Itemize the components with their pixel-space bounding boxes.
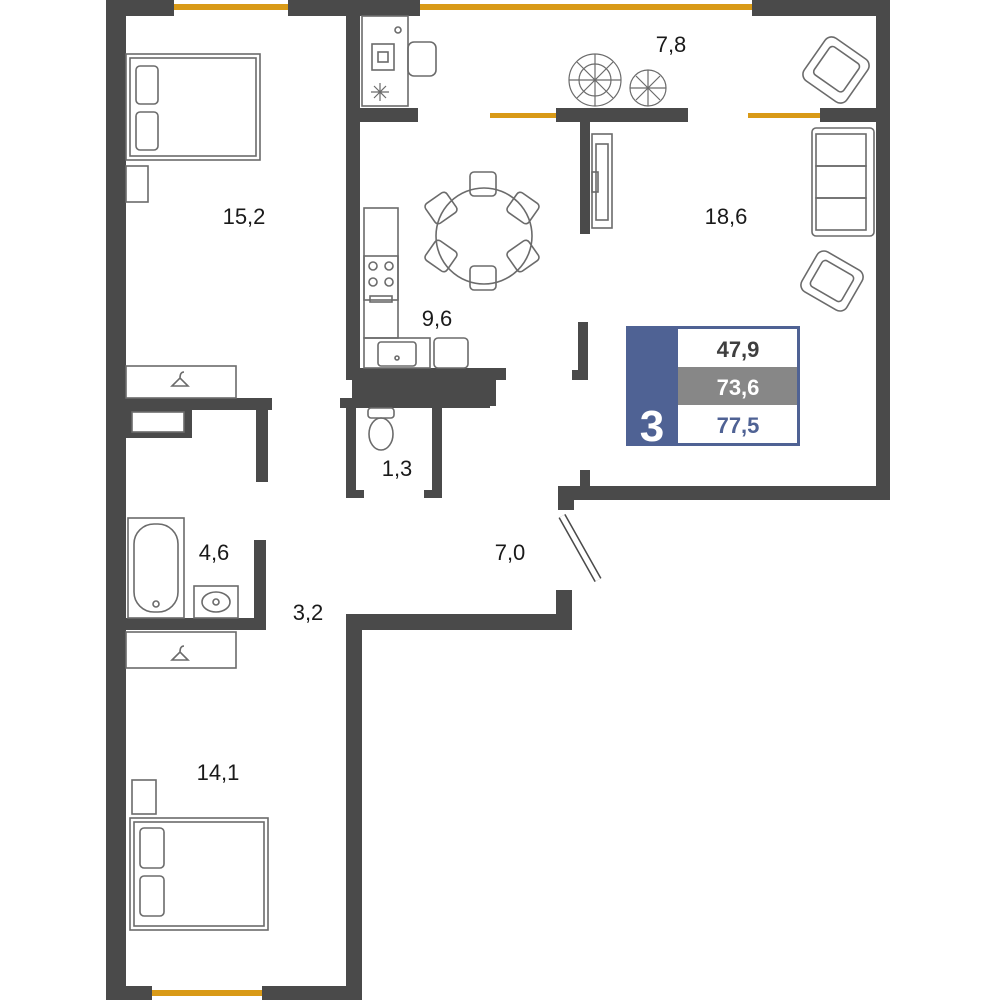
- wall-bottom-2: [262, 986, 362, 1000]
- room-area-bedroom-top: 15,2: [223, 204, 266, 229]
- window-bedroom-bottom: [152, 990, 262, 996]
- wall-balcony-bottom-3: [820, 108, 890, 122]
- wall-wc-left-foot: [346, 490, 364, 498]
- sink: [193, 585, 239, 619]
- room-area-bedroom-bottom: 14,1: [197, 760, 240, 785]
- dining-table: [424, 171, 540, 291]
- room-area-living: 18,6: [705, 204, 748, 229]
- bed-bottom: [129, 817, 269, 931]
- tv-stand: [591, 133, 613, 229]
- window-balcony-left: [490, 113, 556, 118]
- wall-top-1: [106, 0, 174, 16]
- wall-balcony-right: [876, 0, 890, 128]
- wall-wc-right-foot: [424, 490, 442, 498]
- bathtub: [127, 517, 185, 619]
- wall-bedroom-kitchen: [346, 0, 360, 380]
- desk-balcony: [361, 15, 437, 107]
- wardrobe-bottom: [125, 631, 237, 669]
- wall-living-partition-mid: [578, 322, 588, 378]
- living-area-cell: [678, 329, 797, 367]
- room-area-balcony: 7,8: [656, 32, 687, 57]
- sofa: [811, 127, 875, 237]
- area-with-balcony-value: 77,5: [717, 413, 760, 438]
- wall-balcony-bottom-1: [346, 108, 418, 122]
- room-area-kitchen: 9,6: [422, 306, 453, 331]
- wardrobe-top: [125, 365, 237, 399]
- wall-bath-right-upper: [256, 398, 268, 482]
- wall-left: [106, 0, 126, 1000]
- rooms-count: 3: [640, 402, 664, 451]
- kitchen-counter: [363, 207, 469, 369]
- wall-kitchen-bottom: [346, 368, 506, 380]
- room-area-wc: 1,3: [382, 456, 413, 481]
- wall-living-partition-nub: [572, 370, 588, 380]
- window-balcony-right: [748, 113, 820, 118]
- room-area-corridor: 3,2: [293, 600, 324, 625]
- wall-hall-bottom: [348, 614, 572, 630]
- wall-bottom-1: [106, 986, 152, 1000]
- bed-top: [125, 53, 261, 161]
- plant-balcony-small: [371, 83, 389, 101]
- armchair-living: [800, 250, 864, 312]
- wall-hall-door-stub: [556, 590, 572, 630]
- room-area-bathroom: 4,6: [199, 540, 230, 565]
- wall-bedroom-bottom-right: [346, 614, 362, 1000]
- area-info-badge: 3 47,9 73,6 77,5: [626, 326, 800, 451]
- wall-living-partition-top: [580, 120, 590, 234]
- wall-cabinet-1: [352, 380, 416, 406]
- wall-cabinet-2: [416, 380, 496, 406]
- room-area-hall: 7,0: [495, 540, 526, 565]
- wall-wc-left: [346, 398, 356, 498]
- living-area-value: 47,9: [717, 337, 760, 362]
- wall-bath-right-lower: [254, 540, 266, 630]
- hanger-icon-2: [170, 645, 190, 661]
- window-balcony: [420, 4, 752, 10]
- window-bedroom-top: [174, 4, 288, 10]
- closet-inner: [131, 411, 185, 433]
- total-area-cell: [678, 367, 797, 405]
- armchair-balcony: [802, 36, 870, 104]
- nightstand-bottom: [131, 779, 157, 815]
- wall-entry-stub: [558, 486, 574, 510]
- wall-balcony-bottom-2: [556, 108, 688, 122]
- wall-bath-bottom: [106, 618, 266, 630]
- windows: [152, 4, 820, 996]
- plants-balcony: [568, 53, 667, 107]
- nightstand-top: [125, 165, 149, 203]
- walls: [106, 0, 890, 1000]
- toilet: [367, 407, 395, 451]
- area-with-balcony-cell: [678, 405, 797, 443]
- wall-living-partition-bottom: [580, 470, 590, 496]
- wall-wc-right: [432, 398, 442, 498]
- wall-living-right: [876, 108, 890, 498]
- wall-living-bottom: [558, 486, 890, 500]
- hanger-icon: [170, 371, 190, 387]
- total-area-value: 73,6: [717, 375, 760, 400]
- wall-top-3: [752, 0, 878, 16]
- entry-door: [558, 514, 602, 582]
